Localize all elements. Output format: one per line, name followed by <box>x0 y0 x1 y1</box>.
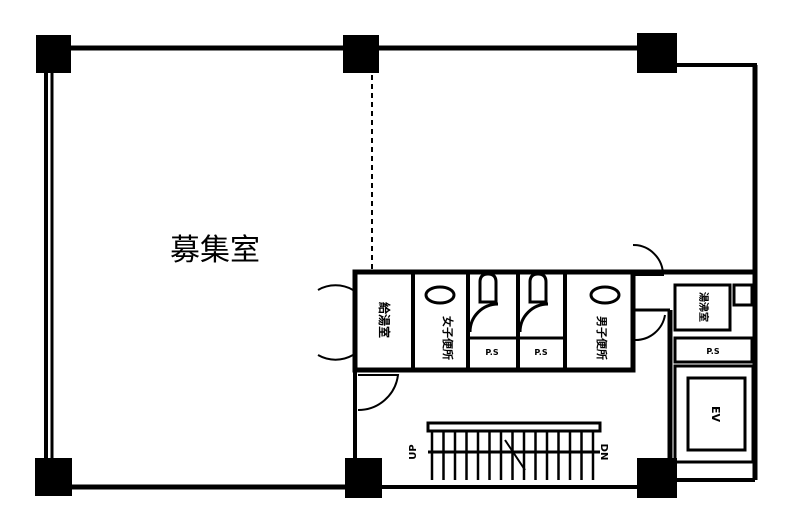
room-label-elevator: EV <box>709 406 722 423</box>
staircase <box>426 421 602 480</box>
room-label-water-heater: 湯沸室 <box>697 292 710 322</box>
columns <box>35 33 677 498</box>
door-swing <box>317 284 354 291</box>
room-label-ps-core: P.S <box>706 347 719 356</box>
room-label-main: 募集室 <box>170 233 260 268</box>
outer-walls <box>40 45 758 490</box>
room-label-ps-right: P.S <box>534 348 547 357</box>
room-label-ps-left: P.S <box>485 348 498 357</box>
stairs-up-label: UP <box>408 444 419 459</box>
doors <box>317 244 666 412</box>
room-label-mens-toilet: 男子便所 <box>595 316 609 360</box>
fixtures <box>424 272 621 333</box>
room-label-kitchenette: 給湯室 <box>377 302 392 338</box>
stairs-down-label: DN <box>598 444 609 461</box>
room-label-womens-toilet: 女子便所 <box>441 316 455 360</box>
core-walls <box>352 269 755 480</box>
